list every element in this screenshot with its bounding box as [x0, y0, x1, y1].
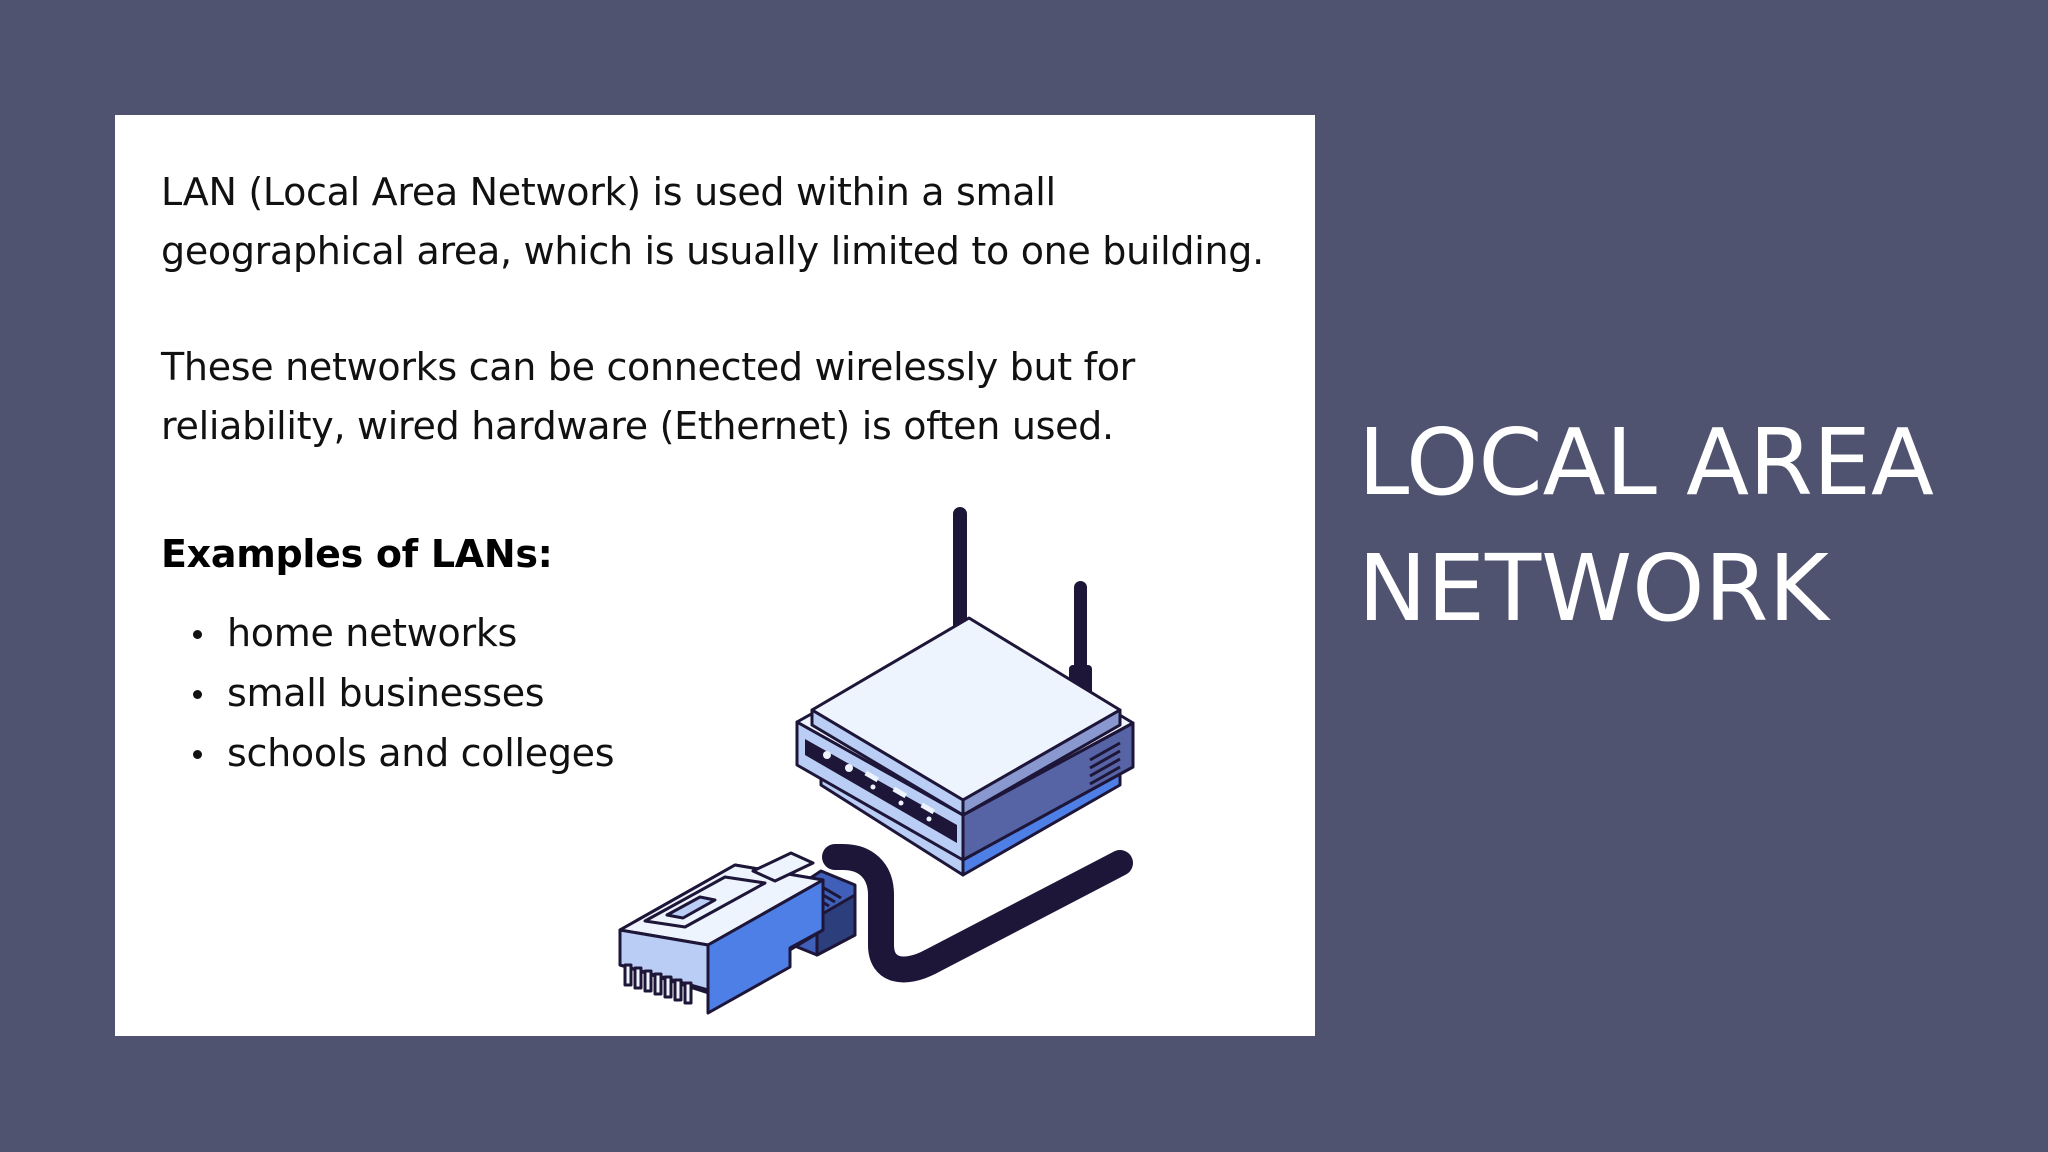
router-icon [795, 616, 1135, 877]
lan-definition-text: LAN (Local Area Network) is used within … [161, 170, 1264, 273]
list-item: schools and colleges [161, 723, 615, 783]
examples-heading: Examples of LANs: [161, 532, 553, 576]
slide-title-line-1: LOCAL AREA [1358, 409, 1934, 516]
router-indicators [823, 751, 936, 822]
list-item: home networks [161, 603, 614, 663]
wifi-icon [845, 764, 853, 772]
list-item: small businesses [161, 663, 614, 723]
router-illustration [618, 507, 1135, 1015]
ethernet-plug-icon [618, 851, 857, 1015]
content-card: LAN (Local Area Network) is used within … [115, 115, 1315, 1036]
lan-connection-text: These networks can be connected wireless… [161, 345, 1136, 448]
slide-title: LOCAL AREA NETWORK [1358, 400, 2018, 652]
power-icon [823, 751, 831, 759]
examples-list: home networks small businesses schools a… [161, 603, 615, 783]
slide-title-line-2: NETWORK [1358, 535, 1829, 642]
ethernet-cable [822, 844, 1133, 983]
